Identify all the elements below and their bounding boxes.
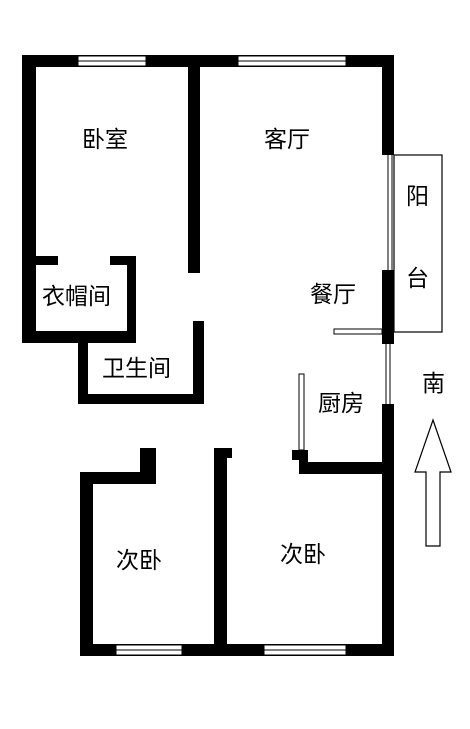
wall-bedroom-divider: [214, 448, 227, 656]
wall-bath-bottom: [78, 394, 204, 404]
label-cloakroom: 衣帽间: [42, 284, 111, 310]
window-top-bedroom: [77, 55, 147, 67]
label-bedroom-right: 次卧: [280, 542, 326, 568]
wall-bedroom-right: [188, 55, 200, 273]
label-bathroom: 卫生间: [102, 356, 171, 382]
wall-right-middle: [382, 270, 394, 344]
label-master-bedroom: 卧室: [82, 127, 128, 153]
wall-bath-left: [78, 331, 88, 404]
wall-kitchen-left: [299, 450, 308, 474]
wall-bedroom-left-left: [80, 472, 93, 656]
wall-cloak-top-right: [110, 256, 136, 265]
label-balcony-2: 台: [406, 266, 429, 292]
wall-cloak-top: [22, 256, 58, 265]
wall-kitchen-stub: [292, 450, 308, 460]
wall-left-bottom: [22, 331, 84, 343]
wall-bedroom-left-stub: [140, 448, 156, 484]
north-arrow-icon: [414, 418, 452, 547]
wall-bedroom-left-top: [80, 472, 156, 484]
label-bedroom-left: 次卧: [116, 548, 162, 574]
label-kitchen: 厨房: [318, 391, 364, 417]
kitchen-door: [298, 373, 305, 451]
wall-bath-right: [193, 321, 204, 404]
wall-left: [22, 55, 36, 343]
window-bottom-left: [115, 644, 183, 656]
wall-right-lower: [382, 404, 394, 656]
kitchen-top-partition: [333, 328, 383, 335]
window-kitchen: [385, 344, 391, 404]
wall-cloak-right: [127, 256, 136, 343]
window-top-living: [237, 55, 347, 67]
wall-right-upper: [382, 55, 394, 155]
label-dining-room: 餐厅: [310, 282, 356, 308]
label-compass: 南: [422, 371, 445, 397]
label-living-room: 客厅: [264, 127, 310, 153]
window-bottom-right: [263, 644, 347, 656]
balcony-outline: [387, 154, 443, 333]
wall-cloak-bottom: [78, 331, 136, 343]
wall-kitchen-bottom: [299, 462, 394, 474]
wall-bedroom-divider-cap: [214, 448, 232, 458]
label-balcony-1: 阳: [406, 184, 429, 210]
